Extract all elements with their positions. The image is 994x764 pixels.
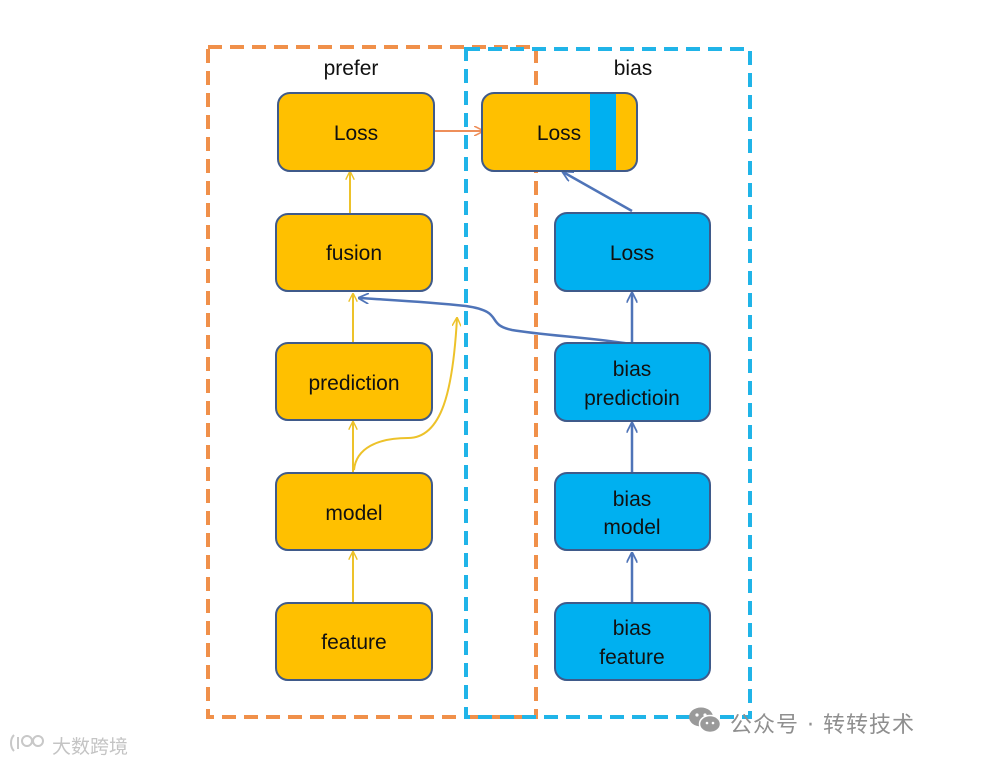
node-prefer-fusion-label: fusion bbox=[326, 242, 382, 265]
node-prefer-loss-label: Loss bbox=[334, 122, 378, 145]
node-combined-loss-label: Loss bbox=[537, 122, 581, 145]
node-bias-feature-line2: feature bbox=[599, 646, 664, 669]
node-bias-prediction-line1: bias bbox=[613, 358, 652, 381]
node-bias-prediction-line2: predictioin bbox=[584, 387, 680, 410]
node-prefer-fusion: fusion bbox=[275, 213, 433, 292]
edge-bias-loss-to-combined-loss bbox=[563, 172, 633, 213]
node-prefer-loss: Loss bbox=[277, 92, 435, 172]
node-prefer-feature-label: feature bbox=[321, 631, 386, 654]
node-prefer-feature: feature bbox=[275, 602, 433, 681]
prefer-region bbox=[206, 45, 538, 719]
bias-region bbox=[464, 47, 752, 719]
node-bias-model: bias model bbox=[554, 472, 711, 551]
node-combined-loss: Loss bbox=[481, 92, 638, 172]
watermark-right: 公众号 · 转转技术 bbox=[688, 706, 915, 740]
wechat-icon bbox=[688, 706, 722, 740]
node-bias-loss: Loss bbox=[554, 212, 711, 292]
watermark-left: 大数跨境 bbox=[8, 731, 128, 760]
node-bias-feature: bias feature bbox=[554, 602, 711, 681]
node-prefer-prediction-label: prediction bbox=[308, 372, 399, 395]
node-prefer-prediction: prediction bbox=[275, 342, 433, 421]
node-prefer-model-label: model bbox=[325, 502, 382, 525]
node-bias-model-line1: bias bbox=[613, 488, 652, 511]
watermark-right-text: 公众号 · 转转技术 bbox=[730, 713, 915, 738]
combined-loss-bias-stripe bbox=[590, 93, 616, 171]
node-bias-feature-line1: bias bbox=[613, 617, 652, 640]
watermark-left-text: 大数跨境 bbox=[52, 736, 129, 758]
edge-bias-prediction-to-fusion bbox=[359, 298, 631, 346]
prefer-region-label: prefer bbox=[324, 57, 379, 80]
bias-region-label: bias bbox=[614, 57, 653, 80]
node-prefer-model: model bbox=[275, 472, 433, 551]
node-bias-loss-label: Loss bbox=[610, 242, 654, 265]
node-bias-prediction: bias predictioin bbox=[554, 342, 711, 422]
brand-logo-icon bbox=[8, 731, 48, 760]
edge-model-bypass-to-fusion bbox=[353, 318, 457, 471]
edges bbox=[350, 131, 632, 602]
node-bias-model-line2: model bbox=[603, 516, 660, 539]
